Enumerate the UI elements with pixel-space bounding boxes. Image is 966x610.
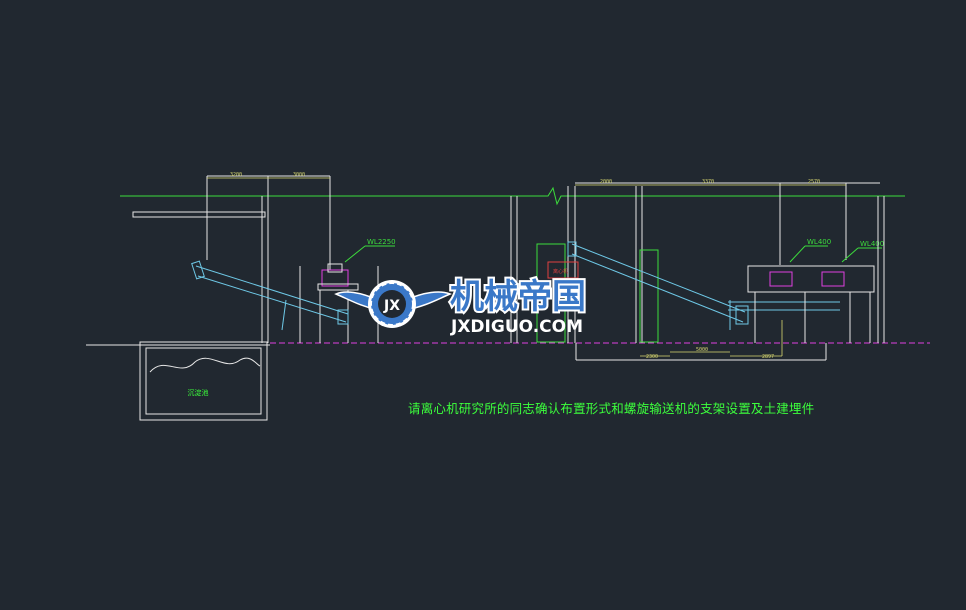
middle-columns bbox=[510, 182, 880, 343]
watermark-chinese-fill: 机械帝国 bbox=[450, 277, 586, 317]
design-note: 请离心机研究所的同志确认布置形式和螺旋输送机的支架设置及土建埋件 bbox=[408, 401, 815, 416]
dim-top-right-c: 2570 bbox=[808, 179, 820, 185]
emblem-text: JX bbox=[383, 298, 400, 314]
left-motor-assembly bbox=[317, 245, 395, 291]
bottom-dimension-lines bbox=[640, 320, 783, 357]
dim-bottom-a: 2300 bbox=[646, 354, 658, 360]
top-dimension-lines bbox=[207, 177, 846, 186]
label-wl-left: WL2250 bbox=[367, 238, 396, 246]
left-structure bbox=[132, 175, 379, 343]
label-wl-mid: WL400 bbox=[807, 238, 831, 246]
dim-top-right-b: 3370 bbox=[702, 179, 714, 185]
bottom-dimension-frame bbox=[575, 343, 827, 361]
wing-right-icon bbox=[405, 291, 452, 311]
watermark-domain: JXDIGUO.COM bbox=[450, 317, 583, 337]
watermark-logo: JX 机械帝国 机械帝国 JXDIGUO.COM bbox=[334, 275, 588, 337]
right-screw-conveyor bbox=[728, 300, 840, 330]
watermark-chinese: 机械帝国 bbox=[450, 277, 586, 317]
settling-pit bbox=[139, 341, 268, 421]
centrifuge-label: 离心机 bbox=[553, 268, 568, 275]
pit-label: 沉淀池 bbox=[188, 388, 209, 397]
dim-top-right-a: 2000 bbox=[600, 179, 612, 185]
centrifuge-box bbox=[547, 261, 579, 279]
left-screw-conveyor bbox=[191, 260, 349, 331]
right-columns bbox=[754, 196, 885, 343]
dim-bottom-b: 5000 bbox=[696, 347, 708, 353]
label-wl-right: WL400 bbox=[860, 240, 884, 248]
right-motor-assemblies bbox=[747, 245, 882, 293]
dim-bottom-c: 2897 bbox=[762, 354, 774, 360]
centrifuge-outline bbox=[536, 243, 659, 343]
dim-top-left-b: 3000 bbox=[293, 172, 305, 178]
middle-screw-conveyor bbox=[567, 241, 749, 325]
dim-top-left-a: 3200 bbox=[230, 172, 242, 178]
ground-level-line bbox=[120, 186, 905, 206]
